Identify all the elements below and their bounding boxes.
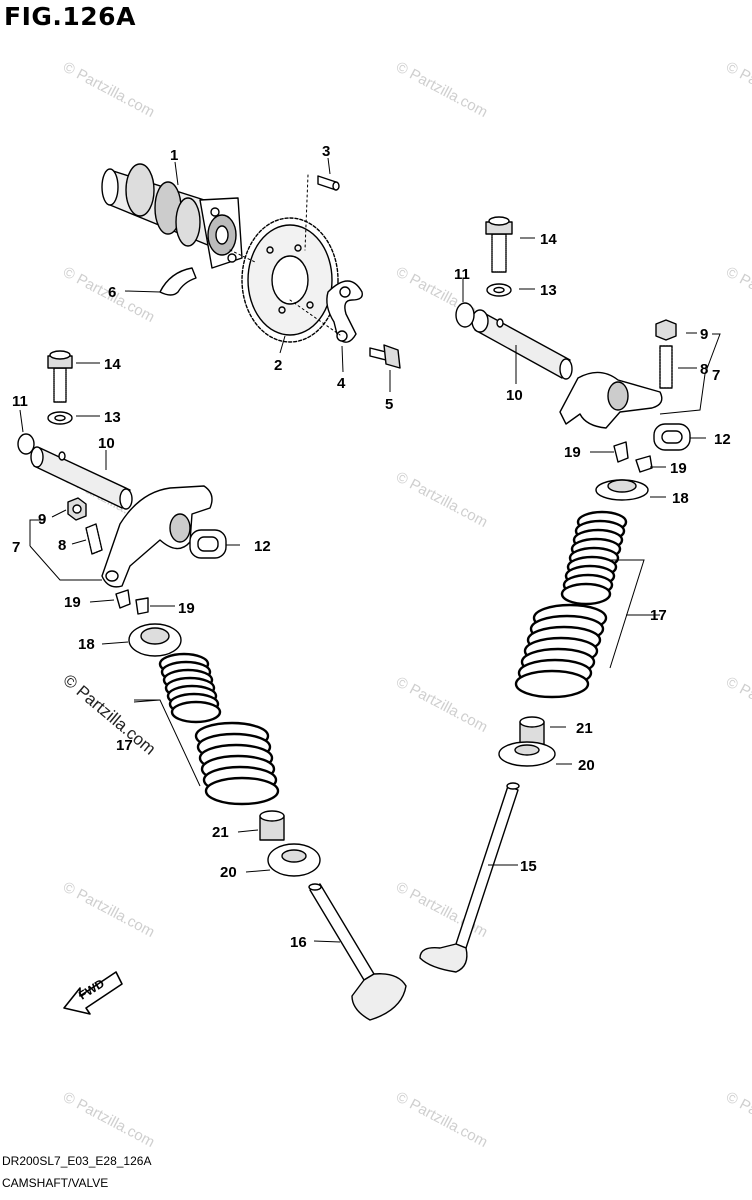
watermark: © Partzilla.com: [393, 674, 490, 736]
callout-12-left: 12: [254, 538, 271, 555]
left-bolt-part: [47, 350, 73, 403]
callout-21-right: 21: [576, 720, 593, 737]
bolt-part: [369, 344, 401, 369]
callout-11-right: 11: [454, 266, 470, 283]
clip-part: [159, 267, 197, 296]
right-retainer-part: [595, 479, 649, 501]
callout-3: 3: [322, 143, 330, 160]
callout-17-right: 17: [650, 607, 667, 624]
callout-10-right: 10: [506, 387, 523, 404]
callout-2: 2: [274, 357, 282, 374]
spring-coil: [170, 700, 222, 724]
callout-18-right: 18: [672, 490, 689, 507]
figure-title: FIG.126A: [4, 2, 136, 31]
left-washer-part: [47, 411, 73, 425]
camshaft-part: [101, 163, 243, 269]
callout-14-left: 14: [104, 356, 121, 373]
right-rocker-arm-part: [559, 371, 663, 429]
callout-18-left: 18: [78, 636, 95, 653]
left-rocker-arm-part: [101, 485, 213, 588]
left-washer-plate-part: [189, 529, 227, 559]
spring-coil: [204, 776, 280, 806]
callout-13-left: 13: [104, 409, 121, 426]
watermark: © Partzilla.com: [723, 59, 752, 121]
cam-sprocket-part: [241, 217, 339, 343]
callout-5: 5: [385, 396, 393, 413]
right-spring-seat-part: [498, 741, 556, 767]
watermark: © Partzilla.com: [60, 59, 157, 121]
right-adjuster-part: [655, 319, 677, 389]
left-spring-seat-part: [267, 843, 321, 877]
callout-9-left: 9: [38, 511, 46, 528]
watermark: © Partzilla.com: [393, 469, 490, 531]
callout-10-left: 10: [98, 435, 115, 452]
left-rocker-shaft-part: [30, 446, 133, 510]
callout-9-right: 9: [700, 326, 708, 343]
right-rocker-shaft-part: [455, 302, 573, 380]
figure-code: DR200SL7_E03_E28_126A: [2, 1154, 152, 1168]
callout-15: 15: [520, 858, 537, 875]
assembly-guides: [229, 174, 341, 336]
right-cotters-part: [613, 441, 653, 473]
callout-14-right: 14: [540, 231, 557, 248]
watermark: © Partzilla.com: [723, 1089, 752, 1151]
watermark: © Partzilla.com: [723, 264, 752, 326]
callout-8-right: 8: [700, 361, 708, 378]
callout-13-right: 13: [540, 282, 557, 299]
callout-20-left: 20: [220, 864, 237, 881]
left-oring-part: [17, 433, 35, 455]
pin-part: [317, 175, 340, 191]
callout-20-right: 20: [578, 757, 595, 774]
right-valve-spring-part: [514, 510, 628, 699]
callout-labels: 1 2 3 4 5 6 7 8 9 10 11 12 13 14 15 16 1…: [12, 143, 731, 951]
watermark-main: © Partzilla.com: [59, 671, 159, 759]
right-washer-plate-part: [653, 423, 691, 451]
callout-19-right-a: 19: [564, 444, 581, 461]
callout-16: 16: [290, 934, 307, 951]
watermark: © Partzilla.com: [60, 879, 157, 941]
callout-1: 1: [170, 147, 178, 164]
callout-11-left: 11: [12, 393, 28, 410]
callout-7-left: 7: [12, 539, 20, 556]
watermark: © Partzilla.com: [393, 59, 490, 121]
left-oil-seal-part: [259, 810, 285, 841]
leader-lines: [19, 157, 721, 943]
plate-part: [326, 280, 363, 343]
left-nut-part: [67, 497, 87, 521]
callout-6: 6: [108, 284, 116, 301]
callout-4: 4: [337, 375, 346, 392]
exhaust-valve-part: [419, 782, 520, 973]
callout-19-left-a: 19: [64, 594, 81, 611]
callout-17-left: 17: [116, 737, 133, 754]
fwd-arrow-icon: [63, 971, 123, 1015]
right-washer-part: [486, 283, 512, 297]
watermark: © Partzilla.com: [723, 674, 752, 736]
callout-8-left: 8: [58, 537, 66, 554]
left-valve-spring-part: [158, 652, 280, 806]
figure-caption: CAMSHAFT/VALVE: [2, 1176, 109, 1190]
callout-21-left: 21: [212, 824, 229, 841]
callout-12-right: 12: [714, 431, 731, 448]
spring-coil: [560, 582, 612, 606]
watermark: © Partzilla.com: [393, 1089, 490, 1151]
left-cotters-part: [115, 589, 149, 615]
right-bolt-part: [485, 216, 513, 273]
watermark: © Partzilla.com: [60, 1089, 157, 1151]
callout-7-right: 7: [712, 367, 720, 384]
spring-coil: [514, 669, 590, 699]
intake-valve-part: [308, 883, 407, 1021]
left-adjuster-part: [85, 523, 103, 555]
callout-19-right-b: 19: [670, 460, 687, 477]
callout-19-left-b: 19: [178, 600, 195, 617]
left-retainer-part: [128, 623, 182, 657]
